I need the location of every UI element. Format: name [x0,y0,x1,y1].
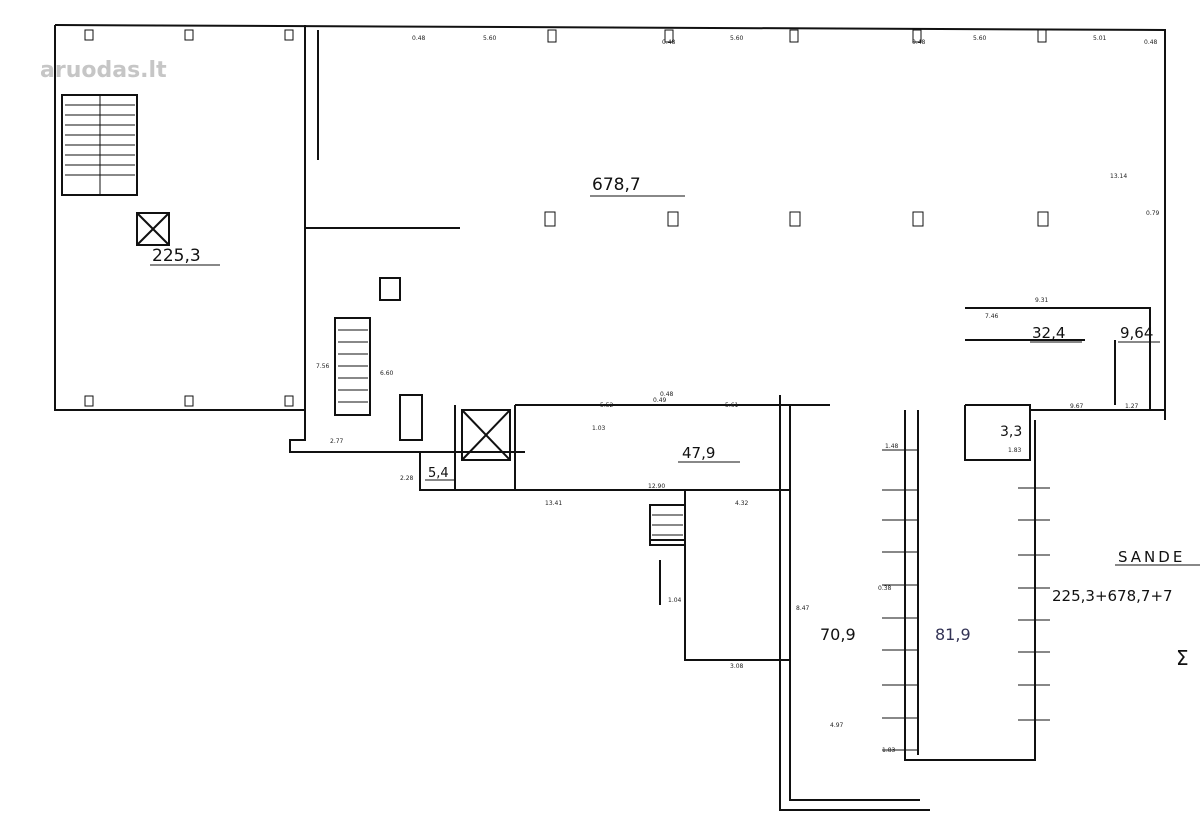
dim-mid-14: 2.77 [330,438,344,445]
watermark-text: aruodas [40,58,141,83]
dim-mid-1: 9.31 [1035,297,1049,304]
dim-mid-5: 5.61 [725,402,739,409]
dim-top-3: 0.48 [662,39,676,46]
dim-mid-4: 0.49 [653,397,667,404]
dim-mid-3: 5.52 [600,402,614,409]
watermark: aruodas.lt [40,56,215,92]
area-label-middle-room: 47,9 [682,444,715,462]
summary-sigma: Σ [1176,646,1189,670]
dim-top-7: 5.01 [1093,35,1107,42]
dim-misc-5: 1.83 [882,747,896,754]
dim-mid-7: 13.41 [545,500,562,507]
dim-top-5: 0.48 [912,39,926,46]
lift-box [136,212,170,246]
outer-wall-top [54,24,1166,420]
area-label-corridor: 81,9 [935,625,971,644]
dim-misc-7: 0.79 [1146,210,1160,217]
dim-mid-2: 7.46 [985,313,999,320]
summary-heading: SANDE [1118,548,1185,566]
dim-top-2: 5.60 [483,35,497,42]
dim-top-6: 5.60 [973,35,987,42]
summary-formula: 225,3+678,7+7 [1052,587,1173,605]
dim-misc-1: 1.04 [668,597,682,604]
stairs-mid [334,317,371,416]
dim-mid-9: 4.32 [735,500,749,507]
dim-mid-15: 7.56 [316,363,330,370]
dim-misc-2: 0.38 [878,585,892,592]
area-label-lower-room: 70,9 [820,625,856,644]
dim-misc-9: 2.28 [400,475,414,482]
dim-misc-3: 8.47 [796,605,810,612]
dim-mid-6: 0.48 [660,391,674,398]
area-label-stair-room: 5,4 [428,466,449,481]
dim-misc-4: 4.97 [830,722,844,729]
dim-mid-11: 1.48 [885,443,899,450]
lower-room-wall [789,490,920,801]
area-label-main-hall: 678,7 [592,175,641,195]
area-label-wc: 3,3 [1000,424,1022,440]
stairs-lower [649,504,686,546]
dim-mid-8: 12.90 [648,483,665,490]
dim-mid-16: 6.60 [380,370,394,377]
area-label-left-hall: 225,3 [152,246,201,266]
area-label-office-side: 9,64 [1120,324,1153,342]
dim-misc-6: 1.03 [592,425,606,432]
dim-top-8: 0.48 [1144,39,1158,46]
dim-mid-10: 3.08 [730,663,744,670]
area-label-office-small: 32,4 [1032,324,1065,342]
dim-mid-12: 1.83 [1008,447,1022,454]
dim-misc-8: 9.67 [1070,403,1084,410]
dim-top-1: 0.48 [412,35,426,42]
outer-wall-left [54,25,305,411]
dim-top-4: 5.60 [730,35,744,42]
watermark-suffix: .lt [140,58,167,83]
dim-mid-17: 13.14 [1110,173,1127,180]
dim-mid-13: 1.27 [1125,403,1139,410]
office-wall [965,307,1151,410]
corridor-wall [904,410,1036,761]
